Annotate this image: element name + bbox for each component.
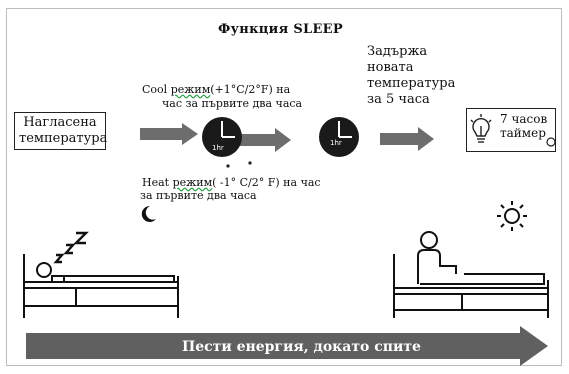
awake-person-bed-icon — [393, 231, 549, 318]
heat-mode-line-1: Heat режим( -1° C/2° F) на час — [142, 176, 321, 189]
set-temperature-label: Нагласена температура — [19, 115, 108, 146]
moon-icon — [141, 205, 156, 222]
cool-mode-line-1: Cool режим(+1°C/2°F) на — [142, 83, 291, 96]
zzz-icon — [53, 231, 89, 264]
arrow-3 — [380, 127, 434, 151]
timer-label: 7 часов таймер — [500, 112, 547, 140]
hold-line-4: за 5 часа — [367, 92, 430, 107]
clock-2-label: 1hr — [330, 139, 342, 147]
heat-mode-line-2: за първите два часа — [140, 189, 257, 202]
timer-word: таймер — [500, 126, 546, 140]
arrow-2 — [237, 128, 291, 152]
timer-hours: 7 часов — [500, 112, 548, 126]
set-temperature-box: Нагласена температура — [14, 112, 108, 150]
clock-icon: 1hr — [202, 117, 242, 157]
energy-saving-banner-arrow — [26, 326, 548, 366]
hold-line-2: новата — [367, 60, 414, 75]
sun-icon — [497, 201, 527, 231]
hold-line-1: Задържа — [367, 44, 428, 59]
sleeping-person-bed-icon — [23, 254, 179, 318]
hold-new-temperature-text: Задържа новата температура за 5 часа — [367, 44, 455, 108]
energy-saving-banner-label: Пести енергия, докато спите — [182, 339, 421, 355]
heat-mode-word: режим — [172, 176, 213, 189]
diagram-frame — [6, 8, 562, 366]
hold-line-3: температура — [367, 76, 456, 91]
cool-mode-line-2: час за първите два часа — [162, 97, 303, 110]
arrow-1 — [140, 123, 198, 145]
timer-dial-icon — [546, 137, 556, 147]
cool-mode-word: режим — [170, 83, 211, 96]
diagram-title: Функция SLEEP — [218, 22, 343, 37]
lightbulb-icon — [470, 114, 492, 143]
clock-icon: 1hr — [319, 117, 359, 157]
clock-1-label: 1hr — [212, 144, 224, 152]
